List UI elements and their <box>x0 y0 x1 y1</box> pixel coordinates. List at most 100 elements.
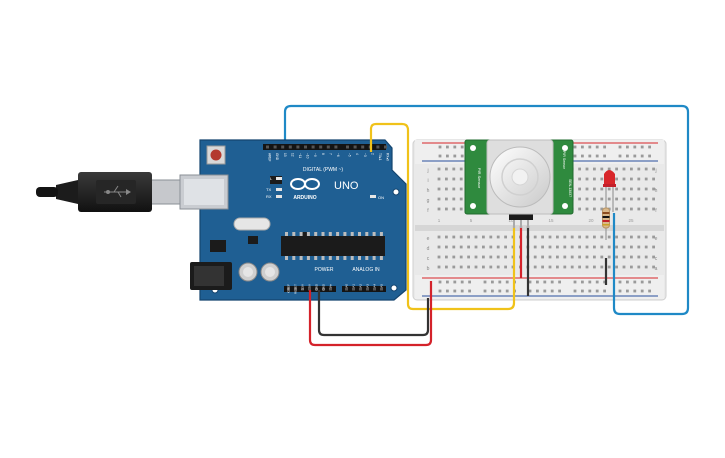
breadboard-hole[interactable] <box>437 265 441 269</box>
rail-hole[interactable] <box>505 280 509 284</box>
breadboard-hole[interactable] <box>607 197 611 201</box>
breadboard-hole[interactable] <box>482 245 485 249</box>
breadboard-hole[interactable] <box>600 207 604 211</box>
breadboard-hole[interactable] <box>445 245 448 249</box>
breadboard-hole[interactable] <box>622 187 626 191</box>
breadboard-hole[interactable] <box>459 245 463 249</box>
breadboard-hole[interactable] <box>607 245 611 249</box>
rail-hole[interactable] <box>536 280 539 284</box>
breadboard-hole[interactable] <box>644 177 648 181</box>
digital-pin-hole[interactable] <box>281 145 285 149</box>
breadboard-hole[interactable] <box>622 265 626 269</box>
digital-pin-hole[interactable] <box>288 145 292 149</box>
rail-hole[interactable] <box>453 289 457 293</box>
rail-hole[interactable] <box>573 280 577 284</box>
breadboard-hole[interactable] <box>630 167 633 171</box>
breadboard-hole[interactable] <box>593 235 596 239</box>
breadboard-hole[interactable] <box>504 265 507 269</box>
breadboard-hole[interactable] <box>607 167 611 171</box>
rail-hole[interactable] <box>446 280 449 284</box>
breadboard-hole[interactable] <box>615 177 618 181</box>
breadboard-hole[interactable] <box>548 235 552 239</box>
analog-pin-hole[interactable] <box>366 287 369 291</box>
breadboard-hole[interactable] <box>593 245 596 249</box>
breadboard-hole[interactable] <box>541 255 544 259</box>
rail-hole[interactable] <box>446 145 449 149</box>
breadboard-hole[interactable] <box>585 177 589 181</box>
rail-hole[interactable] <box>460 289 464 293</box>
digital-pin-hole[interactable] <box>384 145 387 149</box>
breadboard-hole[interactable] <box>607 235 611 239</box>
breadboard-hole[interactable] <box>504 235 507 239</box>
breadboard-hole[interactable] <box>541 265 544 269</box>
rail-hole[interactable] <box>460 154 464 158</box>
breadboard-hole[interactable] <box>452 255 456 259</box>
rail-hole[interactable] <box>603 289 606 293</box>
rail-hole[interactable] <box>581 154 584 158</box>
breadboard-hole[interactable] <box>563 255 567 259</box>
breadboard-hole[interactable] <box>496 245 500 249</box>
breadboard-hole[interactable] <box>459 207 463 211</box>
breadboard-hole[interactable] <box>445 255 448 259</box>
breadboard-hole[interactable] <box>570 255 574 259</box>
breadboard-hole[interactable] <box>600 167 604 171</box>
rail-hole[interactable] <box>573 145 577 149</box>
breadboard-hole[interactable] <box>578 255 581 259</box>
red-led[interactable] <box>603 170 616 212</box>
power-pin-hole[interactable] <box>287 287 290 291</box>
breadboard-hole[interactable] <box>622 197 626 201</box>
rail-hole[interactable] <box>438 280 442 284</box>
breadboard-hole[interactable] <box>578 235 581 239</box>
breadboard-hole[interactable] <box>615 265 618 269</box>
power-pin-hole[interactable] <box>301 287 304 291</box>
rail-hole[interactable] <box>498 280 502 284</box>
rail-hole[interactable] <box>536 289 539 293</box>
breadboard-hole[interactable] <box>622 255 626 259</box>
breadboard-hole[interactable] <box>452 167 456 171</box>
breadboard-hole[interactable] <box>585 265 589 269</box>
breadboard-hole[interactable] <box>615 245 618 249</box>
power-pin-hole[interactable] <box>294 287 297 291</box>
breadboard-hole[interactable] <box>622 235 626 239</box>
breadboard-hole[interactable] <box>496 235 500 239</box>
rail-hole[interactable] <box>438 145 442 149</box>
digital-pin-hole[interactable] <box>346 145 349 149</box>
breadboard-hole[interactable] <box>489 255 493 259</box>
breadboard-hole[interactable] <box>548 245 552 249</box>
breadboard-hole[interactable] <box>474 265 478 269</box>
breadboard-hole[interactable] <box>585 255 589 259</box>
rail-hole[interactable] <box>581 145 584 149</box>
rail-hole[interactable] <box>640 289 644 293</box>
breadboard-hole[interactable] <box>445 177 448 181</box>
breadboard-hole[interactable] <box>585 167 589 171</box>
rail-hole[interactable] <box>438 289 442 293</box>
breadboard-hole[interactable] <box>548 265 552 269</box>
analog-pin-hole[interactable] <box>345 287 348 291</box>
rail-hole[interactable] <box>468 280 471 284</box>
breadboard-hole[interactable] <box>630 255 633 259</box>
breadboard-hole[interactable] <box>593 207 596 211</box>
rail-hole[interactable] <box>550 289 554 293</box>
breadboard-hole[interactable] <box>556 255 559 259</box>
breadboard-hole[interactable] <box>600 187 604 191</box>
breadboard-hole[interactable] <box>615 255 618 259</box>
rail-hole[interactable] <box>446 154 449 158</box>
breadboard-hole[interactable] <box>452 245 456 249</box>
breadboard-hole[interactable] <box>600 177 604 181</box>
breadboard-hole[interactable] <box>622 207 626 211</box>
digital-pin-hole[interactable] <box>311 145 315 149</box>
breadboard-hole[interactable] <box>615 167 618 171</box>
breadboard-hole[interactable] <box>644 207 648 211</box>
rail-hole[interactable] <box>588 145 592 149</box>
rail-hole[interactable] <box>626 145 629 149</box>
breadboard-hole[interactable] <box>585 187 589 191</box>
breadboard-hole[interactable] <box>533 255 537 259</box>
breadboard-hole[interactable] <box>437 167 441 171</box>
analog-pin-hole[interactable] <box>373 287 376 291</box>
rail-hole[interactable] <box>543 289 547 293</box>
rail-hole[interactable] <box>453 145 457 149</box>
breadboard-hole[interactable] <box>637 207 641 211</box>
breadboard-hole[interactable] <box>533 235 537 239</box>
breadboard-hole[interactable] <box>630 187 633 191</box>
